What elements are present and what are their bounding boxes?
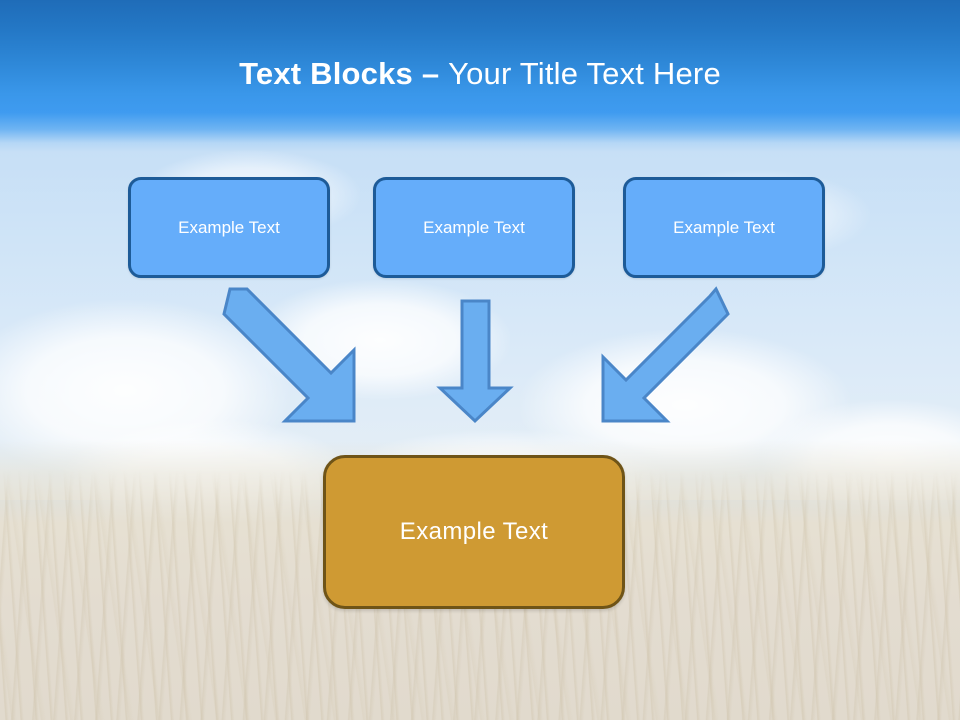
arrow-middle-vertical-icon[interactable]: [436, 299, 514, 424]
page-title-light: Your Title Text Here: [448, 56, 721, 91]
summary-text-block-label: Example Text: [399, 518, 549, 545]
text-block-2[interactable]: Example Text: [373, 177, 575, 278]
arrow-right-diagonal-icon[interactable]: [601, 286, 730, 423]
title-band: Text Blocks – Your Title Text Here: [0, 0, 960, 152]
page-title: Text Blocks – Your Title Text Here: [0, 53, 960, 95]
text-block-3-label: Example Text: [673, 217, 775, 237]
summary-text-block[interactable]: Example Text: [323, 455, 625, 609]
page-title-separator: –: [421, 56, 449, 91]
page-title-strong: Text Blocks: [239, 56, 422, 91]
text-block-1-label: Example Text: [178, 217, 280, 237]
arrow-left-diagonal-icon[interactable]: [222, 287, 356, 423]
text-block-3[interactable]: Example Text: [623, 177, 825, 278]
text-block-1[interactable]: Example Text: [128, 177, 330, 278]
text-block-2-label: Example Text: [423, 217, 525, 237]
